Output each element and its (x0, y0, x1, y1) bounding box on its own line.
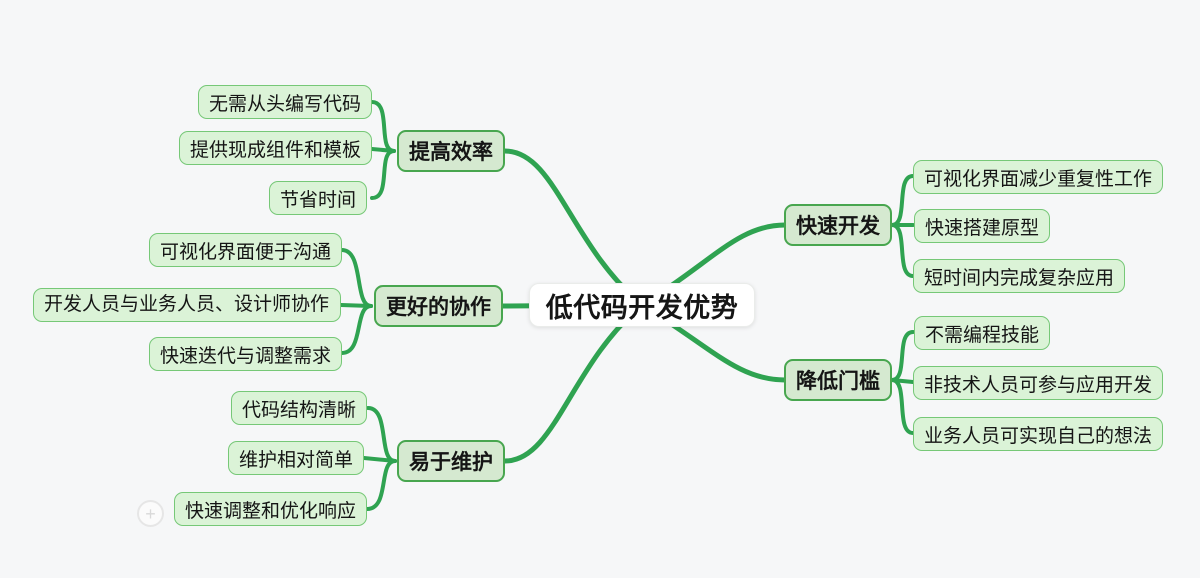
leaf-node[interactable]: 短时间内完成复杂应用 (913, 259, 1126, 293)
branch-node-rapid-development[interactable]: 快速开发 (784, 204, 892, 246)
connector-leaf (890, 174, 915, 227)
connector-leaf (340, 304, 373, 355)
connector-leaf (366, 406, 397, 463)
leaf-node[interactable]: 快速调整和优化响应 (173, 492, 367, 526)
connector-leaf (370, 149, 396, 200)
branch-node-improve-efficiency[interactable]: 提高效率 (397, 130, 505, 172)
connector-leaf (370, 100, 396, 153)
leaf-node[interactable]: 开发人员与业务人员、设计师协作 (33, 288, 341, 322)
connector-leaf (890, 378, 915, 435)
branch-node-easy-maintenance[interactable]: 易于维护 (397, 440, 505, 482)
central-topic-node[interactable]: 低代码开发优势 (529, 283, 755, 327)
leaf-node[interactable]: 可视化界面减少重复性工作 (913, 160, 1164, 194)
branch-node-better-collaboration[interactable]: 更好的协作 (374, 285, 503, 327)
leaf-node[interactable]: 代码结构清晰 (230, 391, 367, 425)
connector-leaf (890, 223, 915, 278)
leaf-node[interactable]: 无需从头编写代码 (197, 85, 372, 119)
leaf-node[interactable]: 快速搭建原型 (914, 209, 1051, 243)
add-node-button[interactable]: + (137, 500, 164, 527)
connector-leaf (362, 456, 397, 463)
branch-node-lower-barrier[interactable]: 降低门槛 (784, 359, 892, 401)
leaf-node[interactable]: 业务人员可实现自己的想法 (913, 417, 1164, 451)
connector-center-easy-maintenance (502, 302, 645, 464)
leaf-node[interactable]: 快速迭代与调整需求 (148, 337, 342, 371)
connector-leaf (890, 330, 915, 382)
leaf-node[interactable]: 不需编程技能 (914, 316, 1051, 350)
leaf-node[interactable]: 节省时间 (268, 181, 367, 215)
connector-leaf (340, 248, 373, 308)
connector-leaf (365, 459, 397, 511)
leaf-node[interactable]: 非技术人员可参与应用开发 (913, 366, 1164, 400)
connector-center-improve-efficiency (502, 148, 645, 308)
leaf-node[interactable]: 维护相对简单 (227, 441, 364, 475)
leaf-node[interactable]: 提供现成组件和模板 (178, 131, 372, 165)
plus-icon: + (145, 503, 156, 524)
leaf-node[interactable]: 可视化界面便于沟通 (148, 233, 342, 267)
